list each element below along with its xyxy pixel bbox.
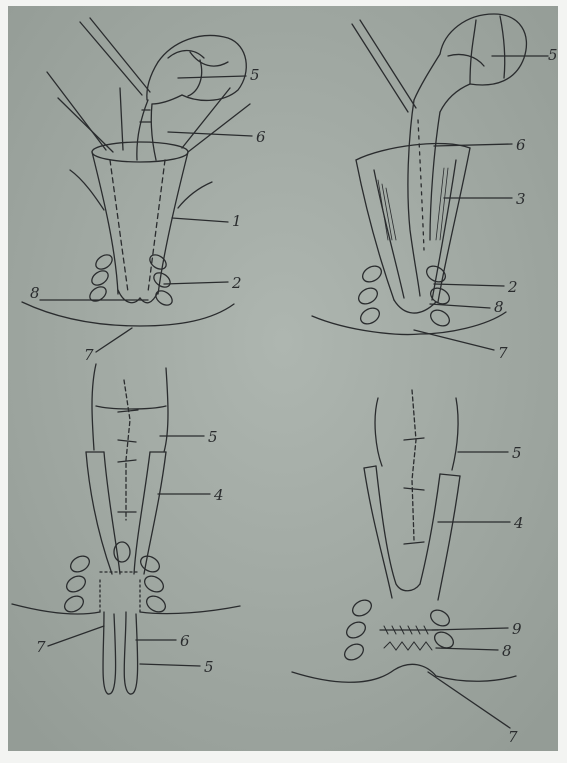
label-p1-2: 2	[231, 274, 242, 292]
label-p4-9: 9	[512, 620, 522, 638]
label-p2-8: 8	[494, 298, 504, 316]
label-p1-6: 6	[256, 128, 266, 146]
label-p2-5: 5	[548, 46, 558, 64]
label-p3-5b: 5	[204, 658, 214, 676]
label-p2-6: 6	[516, 136, 526, 154]
label-p1-5: 5	[250, 66, 260, 84]
label-p2-7: 7	[498, 344, 508, 362]
paper-background	[8, 6, 558, 751]
label-p3-4: 4	[213, 486, 224, 504]
label-p2-3: 3	[516, 190, 526, 208]
label-p2-2: 2	[507, 278, 518, 296]
label-p4-4: 4	[513, 514, 524, 532]
label-p4-5: 5	[512, 444, 522, 462]
label-p3-7: 7	[36, 638, 46, 656]
label-p3-5: 5	[208, 428, 218, 446]
label-p4-8: 8	[502, 642, 512, 660]
label-p1-1: 1	[232, 212, 242, 230]
label-p4-7: 7	[508, 728, 518, 746]
label-p1-7: 7	[84, 346, 94, 364]
label-p3-6: 6	[180, 632, 190, 650]
label-p1-8: 8	[30, 284, 40, 302]
